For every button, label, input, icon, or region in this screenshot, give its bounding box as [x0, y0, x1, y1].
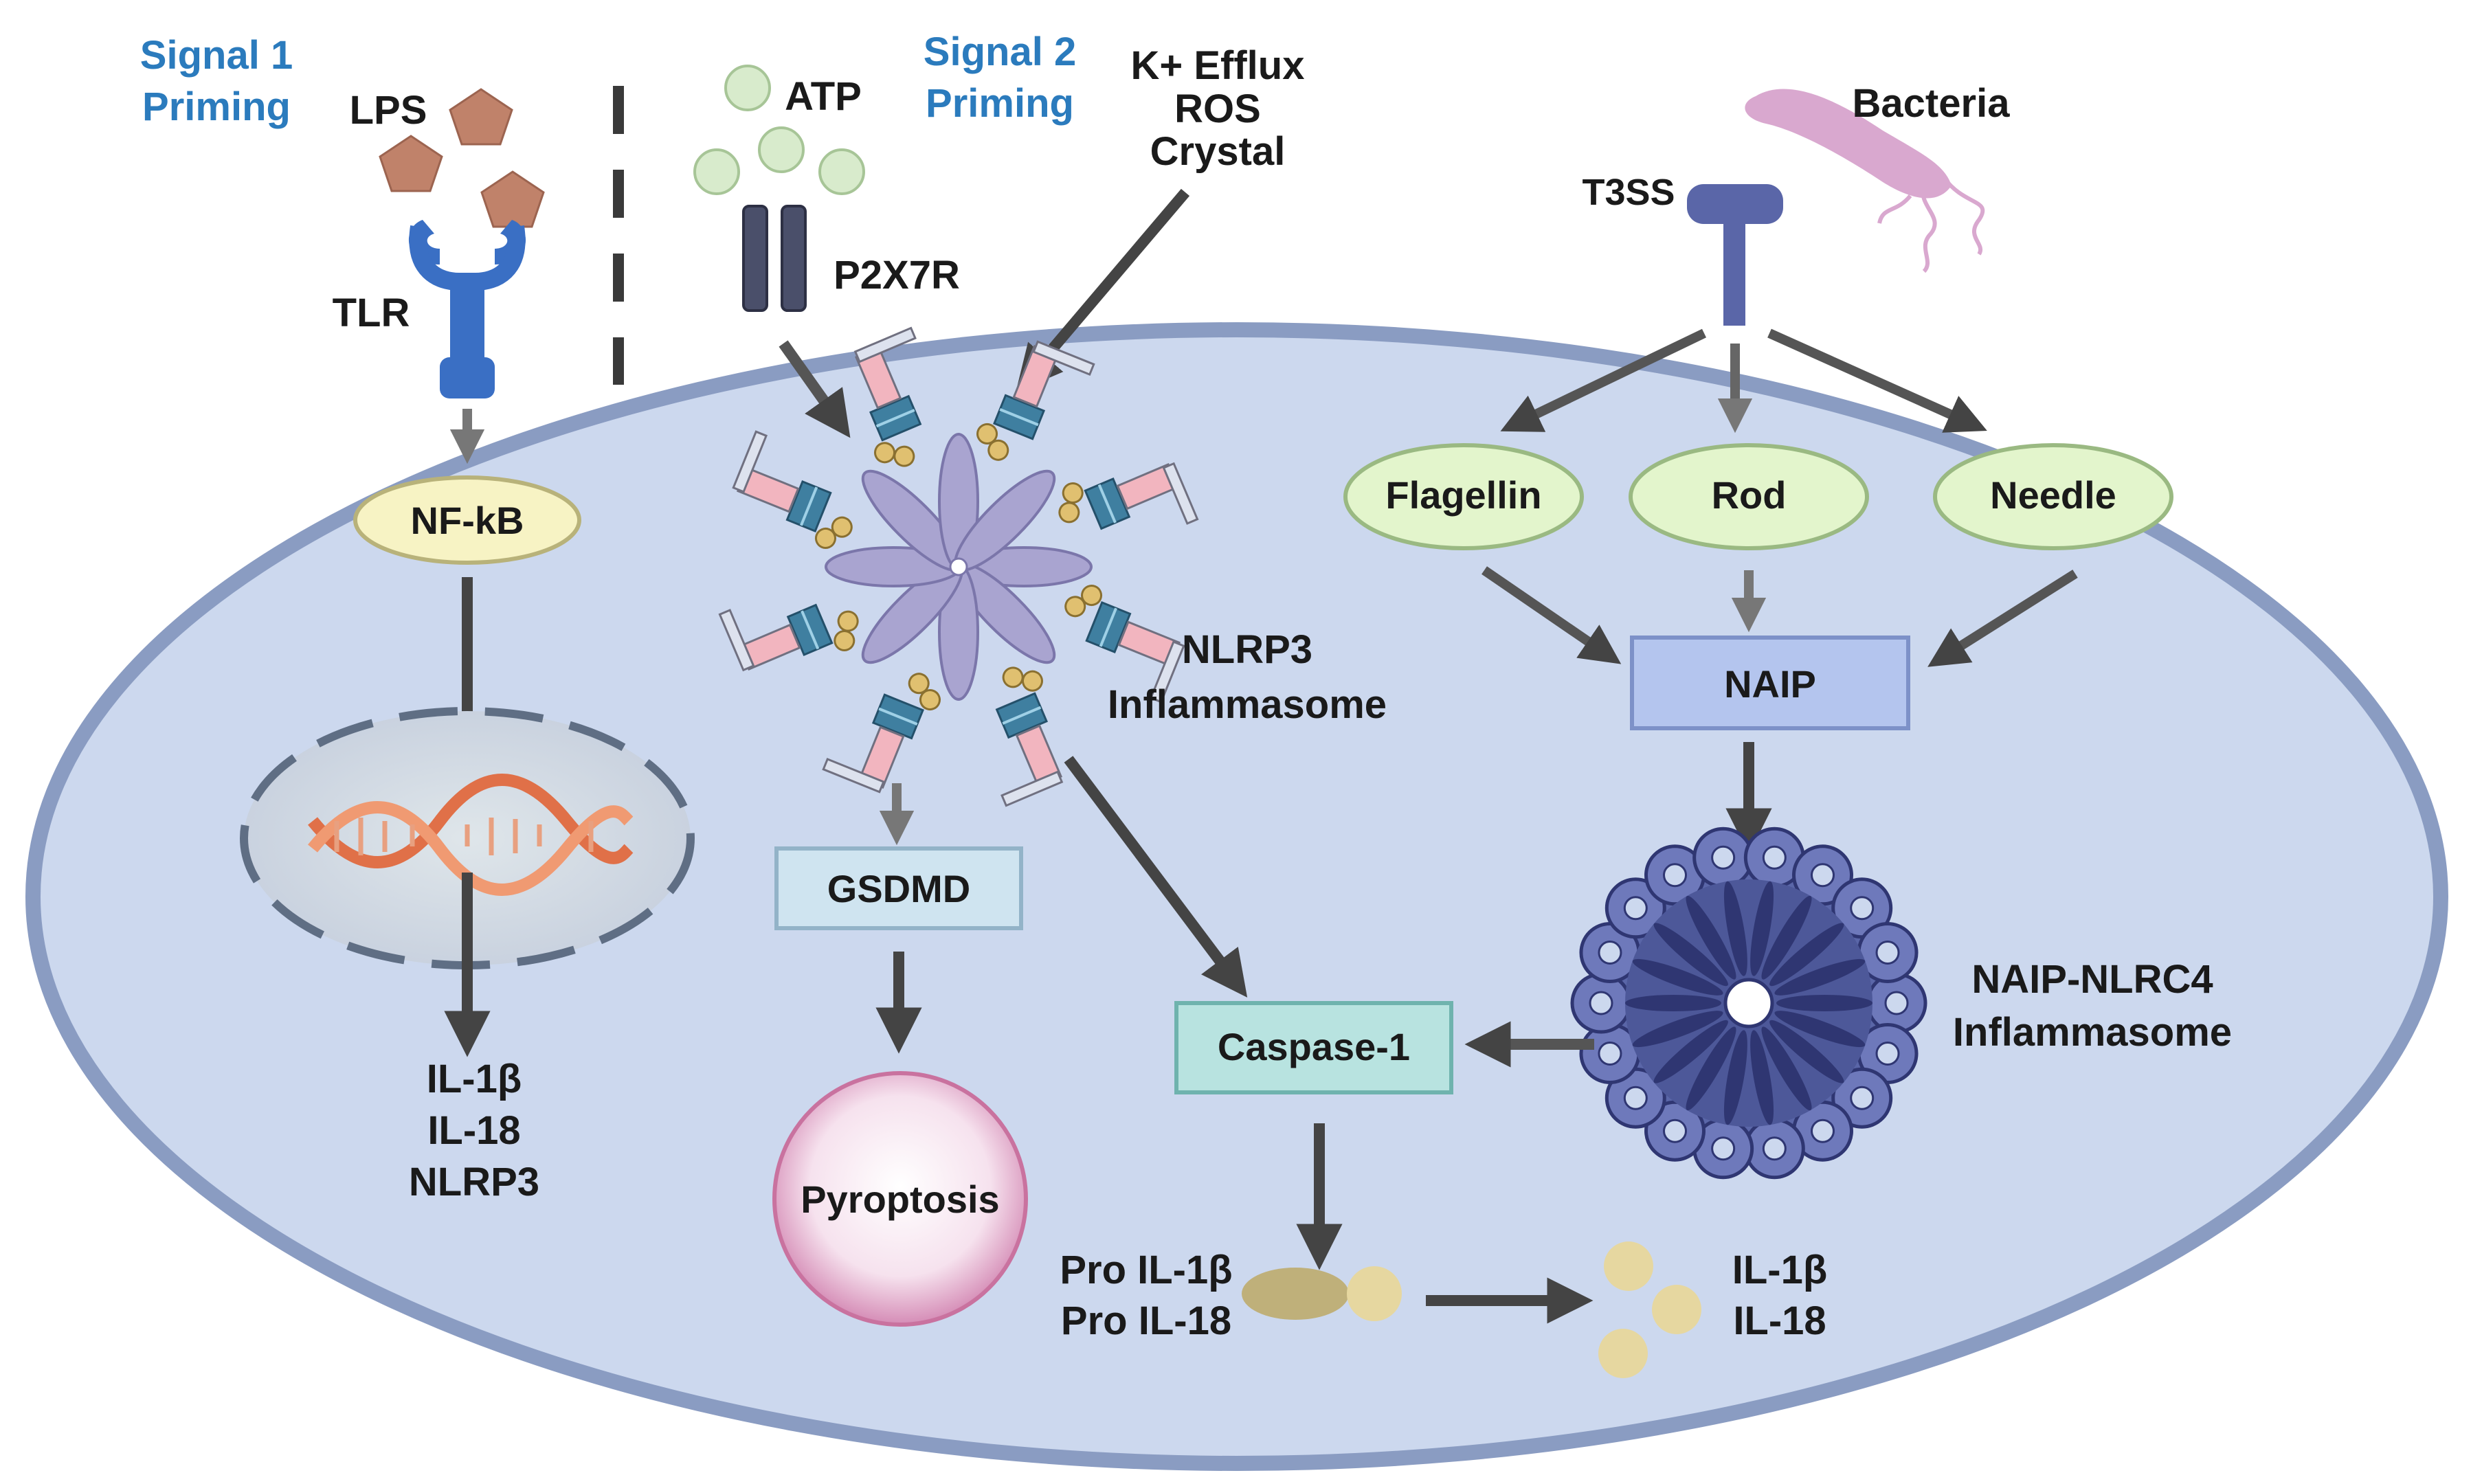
bacteria-icon: [1745, 89, 1985, 273]
arrow-nlrp3-to-caspase1: [1064, 756, 1248, 998]
nlrc4-spoke: [1774, 1011, 1866, 1048]
arrow-t3ss-to-flagellin: [1500, 328, 1707, 432]
nlrc4-spoke: [1653, 923, 1728, 987]
rod-label: Rod: [1712, 473, 1787, 517]
arrow-t3ss-to-needle: [1767, 328, 1987, 433]
naip-nlrc4-inflammasome-icon: [1570, 827, 1927, 1180]
naip-nlrc4-label-line2: Inflammasome: [1953, 1010, 2232, 1055]
nlrc4-spoke: [1686, 1026, 1736, 1111]
nlrc4-spoke: [1761, 895, 1812, 980]
atp-molecules: [693, 65, 865, 195]
mature-il1b-label: IL-1β: [1732, 1248, 1828, 1292]
transcript-il1b: IL-1β: [427, 1057, 522, 1101]
nlrc4-spoke: [1723, 1030, 1747, 1125]
lps-molecules: [379, 88, 545, 228]
mature-cytokine-icons: [1598, 1241, 1701, 1378]
nfkb-label: NF-kB: [411, 499, 524, 542]
nlrc4-spoke: [1769, 923, 1844, 987]
pro-il18-label: Pro IL-18: [1061, 1298, 1231, 1343]
nlrp3-arm: [853, 326, 922, 467]
p2x7r-label: P2X7R: [834, 253, 960, 297]
t3ss-label: T3SS: [1582, 172, 1675, 213]
nlrc4-spoke: [1774, 958, 1866, 996]
naip-nlrc4-label-line1: NAIP-NLRC4: [1971, 957, 2213, 1002]
pyroptosis-label: Pyroptosis: [801, 1178, 999, 1221]
naip-label: NAIP: [1724, 662, 1816, 706]
nlrp3-arm: [718, 603, 859, 672]
nlrc4-spoke: [1686, 895, 1736, 980]
nlrc4-spoke: [1769, 1020, 1844, 1083]
tlr-label: TLR: [333, 291, 410, 335]
nlrc4-spoke: [1750, 1030, 1774, 1125]
nlrp3-arm: [732, 430, 853, 549]
gsdmd-label: GSDMD: [827, 867, 970, 910]
nlrc4-spoke: [1761, 1026, 1812, 1111]
nlrp3-arm: [995, 666, 1064, 807]
gsdmd-node: [774, 846, 1023, 930]
nlrp3-inflammasome-icon: [718, 326, 1199, 807]
caspase1-label: Caspase-1: [1218, 1025, 1410, 1068]
nlrc4-spoke: [1750, 881, 1774, 976]
lps-label: LPS: [350, 88, 427, 133]
pyroptosis-cell: [772, 1071, 1028, 1327]
atp-label: ATP: [785, 74, 862, 119]
nlrp3-arm: [822, 673, 941, 794]
mature-il18-label: IL-18: [1733, 1298, 1826, 1343]
nlrc4-spoke: [1625, 995, 1721, 1011]
t3ss-icon: [1687, 184, 1783, 326]
nlrc4-spoke: [1653, 1020, 1728, 1083]
p2x7r-receptor: [742, 205, 807, 312]
pro-il1b-label: Pro IL-1β: [1060, 1248, 1232, 1292]
nlrp3-hub: [949, 557, 968, 576]
cell-membrane: [25, 322, 2448, 1471]
pro-cytokine-icon: [1242, 1266, 1402, 1321]
nfkb-node: [353, 475, 581, 565]
flagellin-node: [1343, 443, 1584, 550]
nlrp3-arm: [1058, 462, 1199, 530]
nlrc4-spoke: [1723, 881, 1747, 976]
dna-helix-icon: [308, 774, 634, 896]
trigger-ros: ROS: [1174, 87, 1261, 131]
nlrp3-label-line2: Inflammasome: [1108, 682, 1387, 727]
nlrc4-spoke: [1632, 1011, 1723, 1048]
needle-node: [1933, 443, 2173, 550]
arrow-triggers-to-nlrp3: [1016, 188, 1190, 392]
caspase1-node: [1174, 1001, 1453, 1094]
trigger-crystal: Crystal: [1150, 129, 1286, 174]
arrow-needle-to-naip: [1927, 570, 2078, 667]
rod-node: [1629, 443, 1869, 550]
tlr-receptor: [408, 220, 526, 398]
arrow-flagellin-to-naip: [1482, 566, 1622, 664]
transcript-il18: IL-18: [427, 1108, 520, 1153]
flagellin-label: Flagellin: [1385, 473, 1541, 517]
nlrp3-label-line1: NLRP3: [1182, 627, 1312, 672]
arrow-p2x7r-to-nlrp3: [779, 340, 851, 438]
signal1-label-line2: Priming: [142, 85, 291, 129]
signal2-label-line2: Priming: [926, 81, 1074, 126]
needle-label: Needle: [1990, 473, 2116, 517]
bacteria-label: Bacteria: [1853, 81, 2011, 126]
signal1-label-line1: Signal 1: [140, 33, 293, 78]
transcript-nlrp3: NLRP3: [409, 1160, 539, 1204]
nlrp3-arm: [976, 340, 1095, 461]
nlrc4-spoke: [1632, 958, 1723, 996]
trigger-k-efflux: K+ Efflux: [1131, 43, 1305, 88]
nlrc4-spoke: [1776, 995, 1872, 1011]
nlrp3-arm: [1064, 585, 1185, 704]
naip-node: [1630, 636, 1910, 730]
signal2-label-line1: Signal 2: [924, 30, 1076, 74]
